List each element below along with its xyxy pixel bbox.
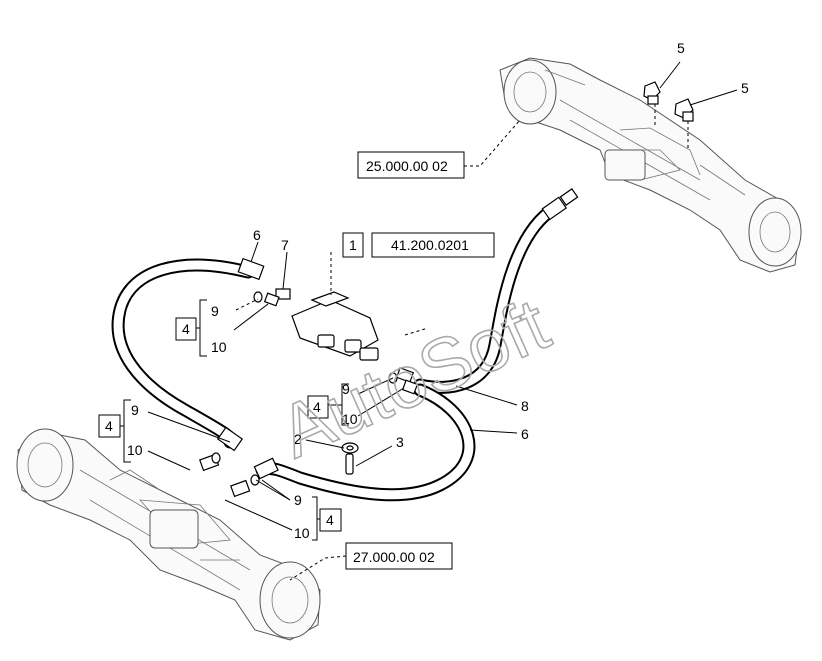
- callout-7: 7: [281, 237, 289, 253]
- callout-1-box: 1: [342, 232, 364, 258]
- svg-text:4: 4: [326, 512, 334, 528]
- svg-text:25.000.00 02: 25.000.00 02: [366, 158, 448, 174]
- rear-axle-reference: 27.000.00 02: [345, 542, 453, 570]
- callout-5a: 5: [677, 40, 685, 56]
- svg-text:4: 4: [313, 399, 321, 415]
- callout-4a-box: 4: [175, 317, 197, 341]
- callout-9d: 9: [294, 492, 302, 508]
- fitting-5b-icon: [674, 98, 694, 122]
- hose-6-upper: [111, 258, 255, 449]
- adapter-10d-icon: [230, 474, 260, 498]
- callout-10d: 10: [294, 525, 310, 541]
- callout-4d-box: 4: [319, 508, 342, 532]
- callout-4c-box: 4: [98, 414, 121, 438]
- callout-9a: 9: [211, 303, 219, 319]
- hose-end-8: [541, 188, 579, 221]
- callout-8: 8: [521, 398, 529, 414]
- hose-end-lower-middle: [253, 457, 279, 480]
- adapter-10c-icon: [199, 452, 221, 472]
- bolt-3-icon: [345, 453, 354, 475]
- valve-block-1: [291, 252, 379, 361]
- hose-end-lower-left: [216, 426, 244, 452]
- callout-9b: 9: [342, 381, 350, 397]
- callout-10a: 10: [211, 339, 227, 355]
- adapter-10a-icon: [253, 291, 280, 307]
- callout-10c: 10: [127, 442, 143, 458]
- hose-8: [413, 201, 562, 394]
- svg-text:27.000.00 02: 27.000.00 02: [353, 549, 435, 565]
- callout-6b: 6: [521, 426, 529, 442]
- callout-2: 2: [294, 431, 302, 447]
- callout-5b: 5: [741, 80, 749, 96]
- svg-text:41.200.0201: 41.200.0201: [391, 237, 469, 253]
- callout-10b: 10: [342, 411, 358, 427]
- callout-9c: 9: [131, 402, 139, 418]
- adapter-10b-icon: [388, 367, 419, 395]
- svg-text:1: 1: [349, 237, 357, 253]
- rear-axle-drawing: [16, 428, 321, 641]
- valve-reference: 41.200.0201: [371, 232, 495, 258]
- front-axle-reference: 25.000.00 02: [357, 151, 465, 179]
- hose-end-6-upper: [237, 257, 265, 281]
- callout-4b-box: 4: [307, 395, 329, 419]
- callout-3: 3: [396, 434, 404, 450]
- hose-6-lower: [255, 383, 476, 502]
- svg-text:4: 4: [182, 321, 190, 337]
- fitting-5a-icon: [643, 81, 661, 105]
- front-axle-drawing: [499, 57, 802, 273]
- callout-6a: 6: [253, 227, 261, 243]
- svg-text:4: 4: [105, 418, 113, 434]
